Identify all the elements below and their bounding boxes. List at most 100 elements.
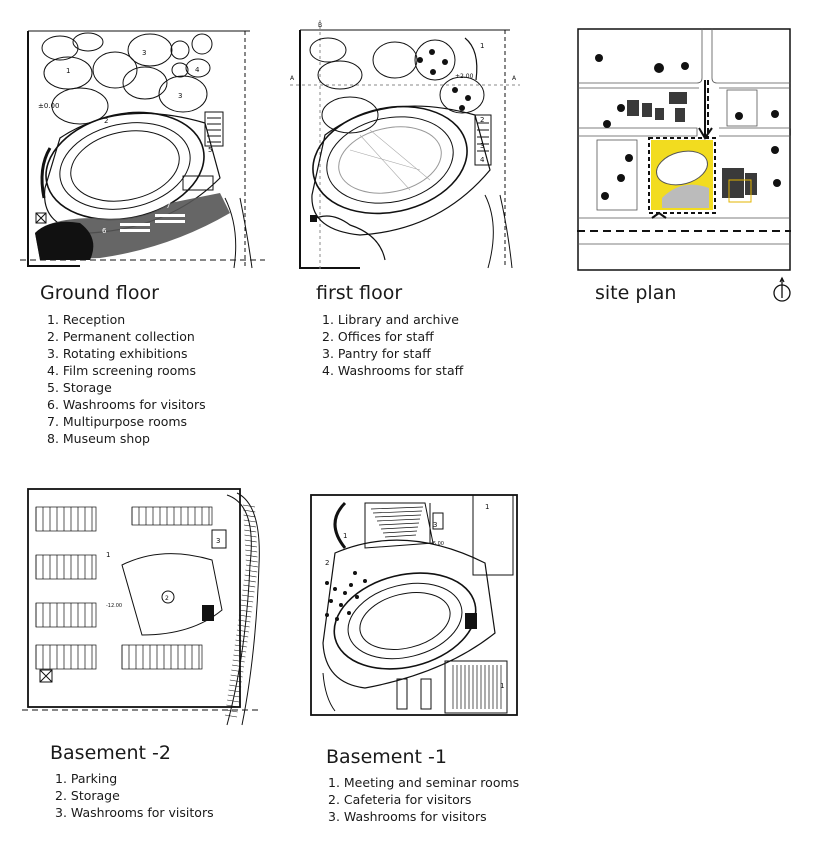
- ramp-tick: [234, 649, 247, 653]
- cafeteria-table: [355, 595, 359, 599]
- ramp-tick: [243, 514, 256, 518]
- room-number: 2: [325, 559, 329, 567]
- cafeteria-table: [347, 611, 351, 615]
- ramp-tick: [244, 539, 257, 543]
- ramp-tick: [242, 589, 255, 593]
- auditorium-seat-row: [380, 526, 419, 530]
- legend-item: 2. Permanent collection: [47, 329, 195, 344]
- cafeteria-table: [339, 603, 343, 607]
- ramp-tick: [245, 564, 259, 568]
- ramp-tick: [233, 654, 246, 658]
- basement-1-level-label: -6.00: [431, 541, 444, 547]
- ramp-tick: [227, 694, 240, 698]
- ramp-tick: [234, 644, 247, 648]
- room-number: 2: [104, 117, 108, 125]
- ramp-tick: [230, 674, 243, 678]
- room-number: 1: [500, 682, 504, 690]
- ramp-tick: [225, 709, 238, 713]
- cafeteria-table: [335, 617, 339, 621]
- ramp-tick: [245, 554, 258, 558]
- legend-item: 5. Storage: [47, 380, 112, 395]
- ground-level-label: ±0.00: [38, 102, 59, 110]
- ramp-tick: [245, 559, 258, 563]
- room-number: 3: [480, 142, 484, 150]
- ramp-tick: [244, 574, 257, 578]
- room-number: 1: [480, 42, 484, 50]
- room-number: 5: [208, 146, 212, 154]
- section-mark: A: [512, 75, 517, 82]
- room-number: 1: [66, 67, 70, 75]
- ramp-tick: [243, 519, 256, 523]
- room-number: 3: [216, 537, 220, 545]
- parking-row: [121, 644, 203, 670]
- first-floor-title: first floor: [316, 282, 403, 304]
- ramp-tick: [243, 584, 256, 588]
- ramp-tick: [243, 524, 257, 528]
- parking-row: [35, 602, 97, 628]
- legend-item: 1. Library and archive: [322, 312, 459, 327]
- legend-item: 8. Museum shop: [47, 431, 150, 446]
- ramp-tick: [229, 679, 242, 683]
- auditorium-seat-row: [384, 534, 417, 538]
- ramp-tick: [232, 659, 245, 663]
- auditorium-seat-row: [370, 506, 424, 510]
- cafeteria-table: [349, 583, 353, 587]
- parking-row: [35, 644, 97, 670]
- room-number: 1: [106, 551, 110, 559]
- site-plan-title: site plan: [595, 282, 677, 304]
- ramp-tick: [245, 569, 258, 573]
- room-number: 4: [195, 66, 200, 74]
- legend-item: 1. Reception: [47, 312, 126, 327]
- basement-2-plan: 1 2 3 -12.00: [22, 485, 262, 740]
- ramp-tick: [244, 544, 258, 548]
- room-number: 3: [178, 92, 182, 100]
- room-number: 1: [485, 503, 489, 511]
- ramp-tick: [244, 529, 257, 533]
- basement-1-plan: 1 1 2 3 1 -6.00: [305, 493, 525, 723]
- basement-2-title: Basement -2: [50, 742, 171, 764]
- auditorium-seat-row: [378, 522, 420, 526]
- basement-1-title: Basement -1: [326, 746, 447, 768]
- cafeteria-table: [325, 581, 329, 585]
- basement-2-level-label: -12.00: [106, 603, 122, 609]
- ramp-tick: [241, 594, 254, 598]
- ramp-tick: [224, 714, 238, 718]
- cafeteria-table: [343, 591, 347, 595]
- ramp-tick: [227, 699, 240, 703]
- room-number: 6: [102, 227, 107, 235]
- ramp-tick: [239, 609, 252, 613]
- basement-2-legend: 1. Parking 2. Storage 3. Washrooms for v…: [55, 770, 214, 821]
- ground-floor-title: Ground floor: [40, 282, 159, 304]
- auditorium-seat-row: [372, 510, 423, 514]
- ramp-tick: [238, 614, 252, 618]
- ramp-tick: [238, 619, 251, 623]
- auditorium-seat-row: [376, 518, 421, 522]
- room-number: 2: [165, 595, 169, 602]
- legend-item: 6. Washrooms for visitors: [47, 397, 206, 412]
- ramp-tick: [244, 534, 257, 538]
- ramp-tick: [229, 684, 242, 688]
- room-number: 3: [433, 521, 437, 529]
- ramp-tick: [231, 664, 245, 668]
- room-number: 1: [343, 532, 347, 540]
- ramp-tick: [240, 604, 253, 608]
- site-plan: [577, 28, 791, 271]
- parking-row: [131, 506, 213, 526]
- ramp-tick: [243, 579, 256, 583]
- auditorium-seat-row: [382, 530, 418, 534]
- ramp-tick: [237, 624, 250, 628]
- ramp-tick: [231, 669, 244, 673]
- legend-item: 3. Washrooms for visitors: [55, 805, 214, 820]
- legend-item: 2. Cafeteria for visitors: [328, 792, 472, 807]
- ramp-tick: [235, 639, 248, 643]
- ramp-tick: [228, 689, 241, 693]
- ramp-tick: [242, 504, 256, 508]
- cafeteria-table: [325, 613, 329, 617]
- cafeteria-table: [329, 599, 333, 603]
- basement-1-legend: 1. Meeting and seminar rooms 2. Cafeteri…: [328, 774, 519, 825]
- cafeteria-table: [363, 579, 367, 583]
- section-mark: B: [318, 22, 322, 29]
- section-mark: A: [290, 75, 295, 82]
- room-number: 4: [480, 156, 485, 164]
- north-arrow-icon: [771, 276, 793, 308]
